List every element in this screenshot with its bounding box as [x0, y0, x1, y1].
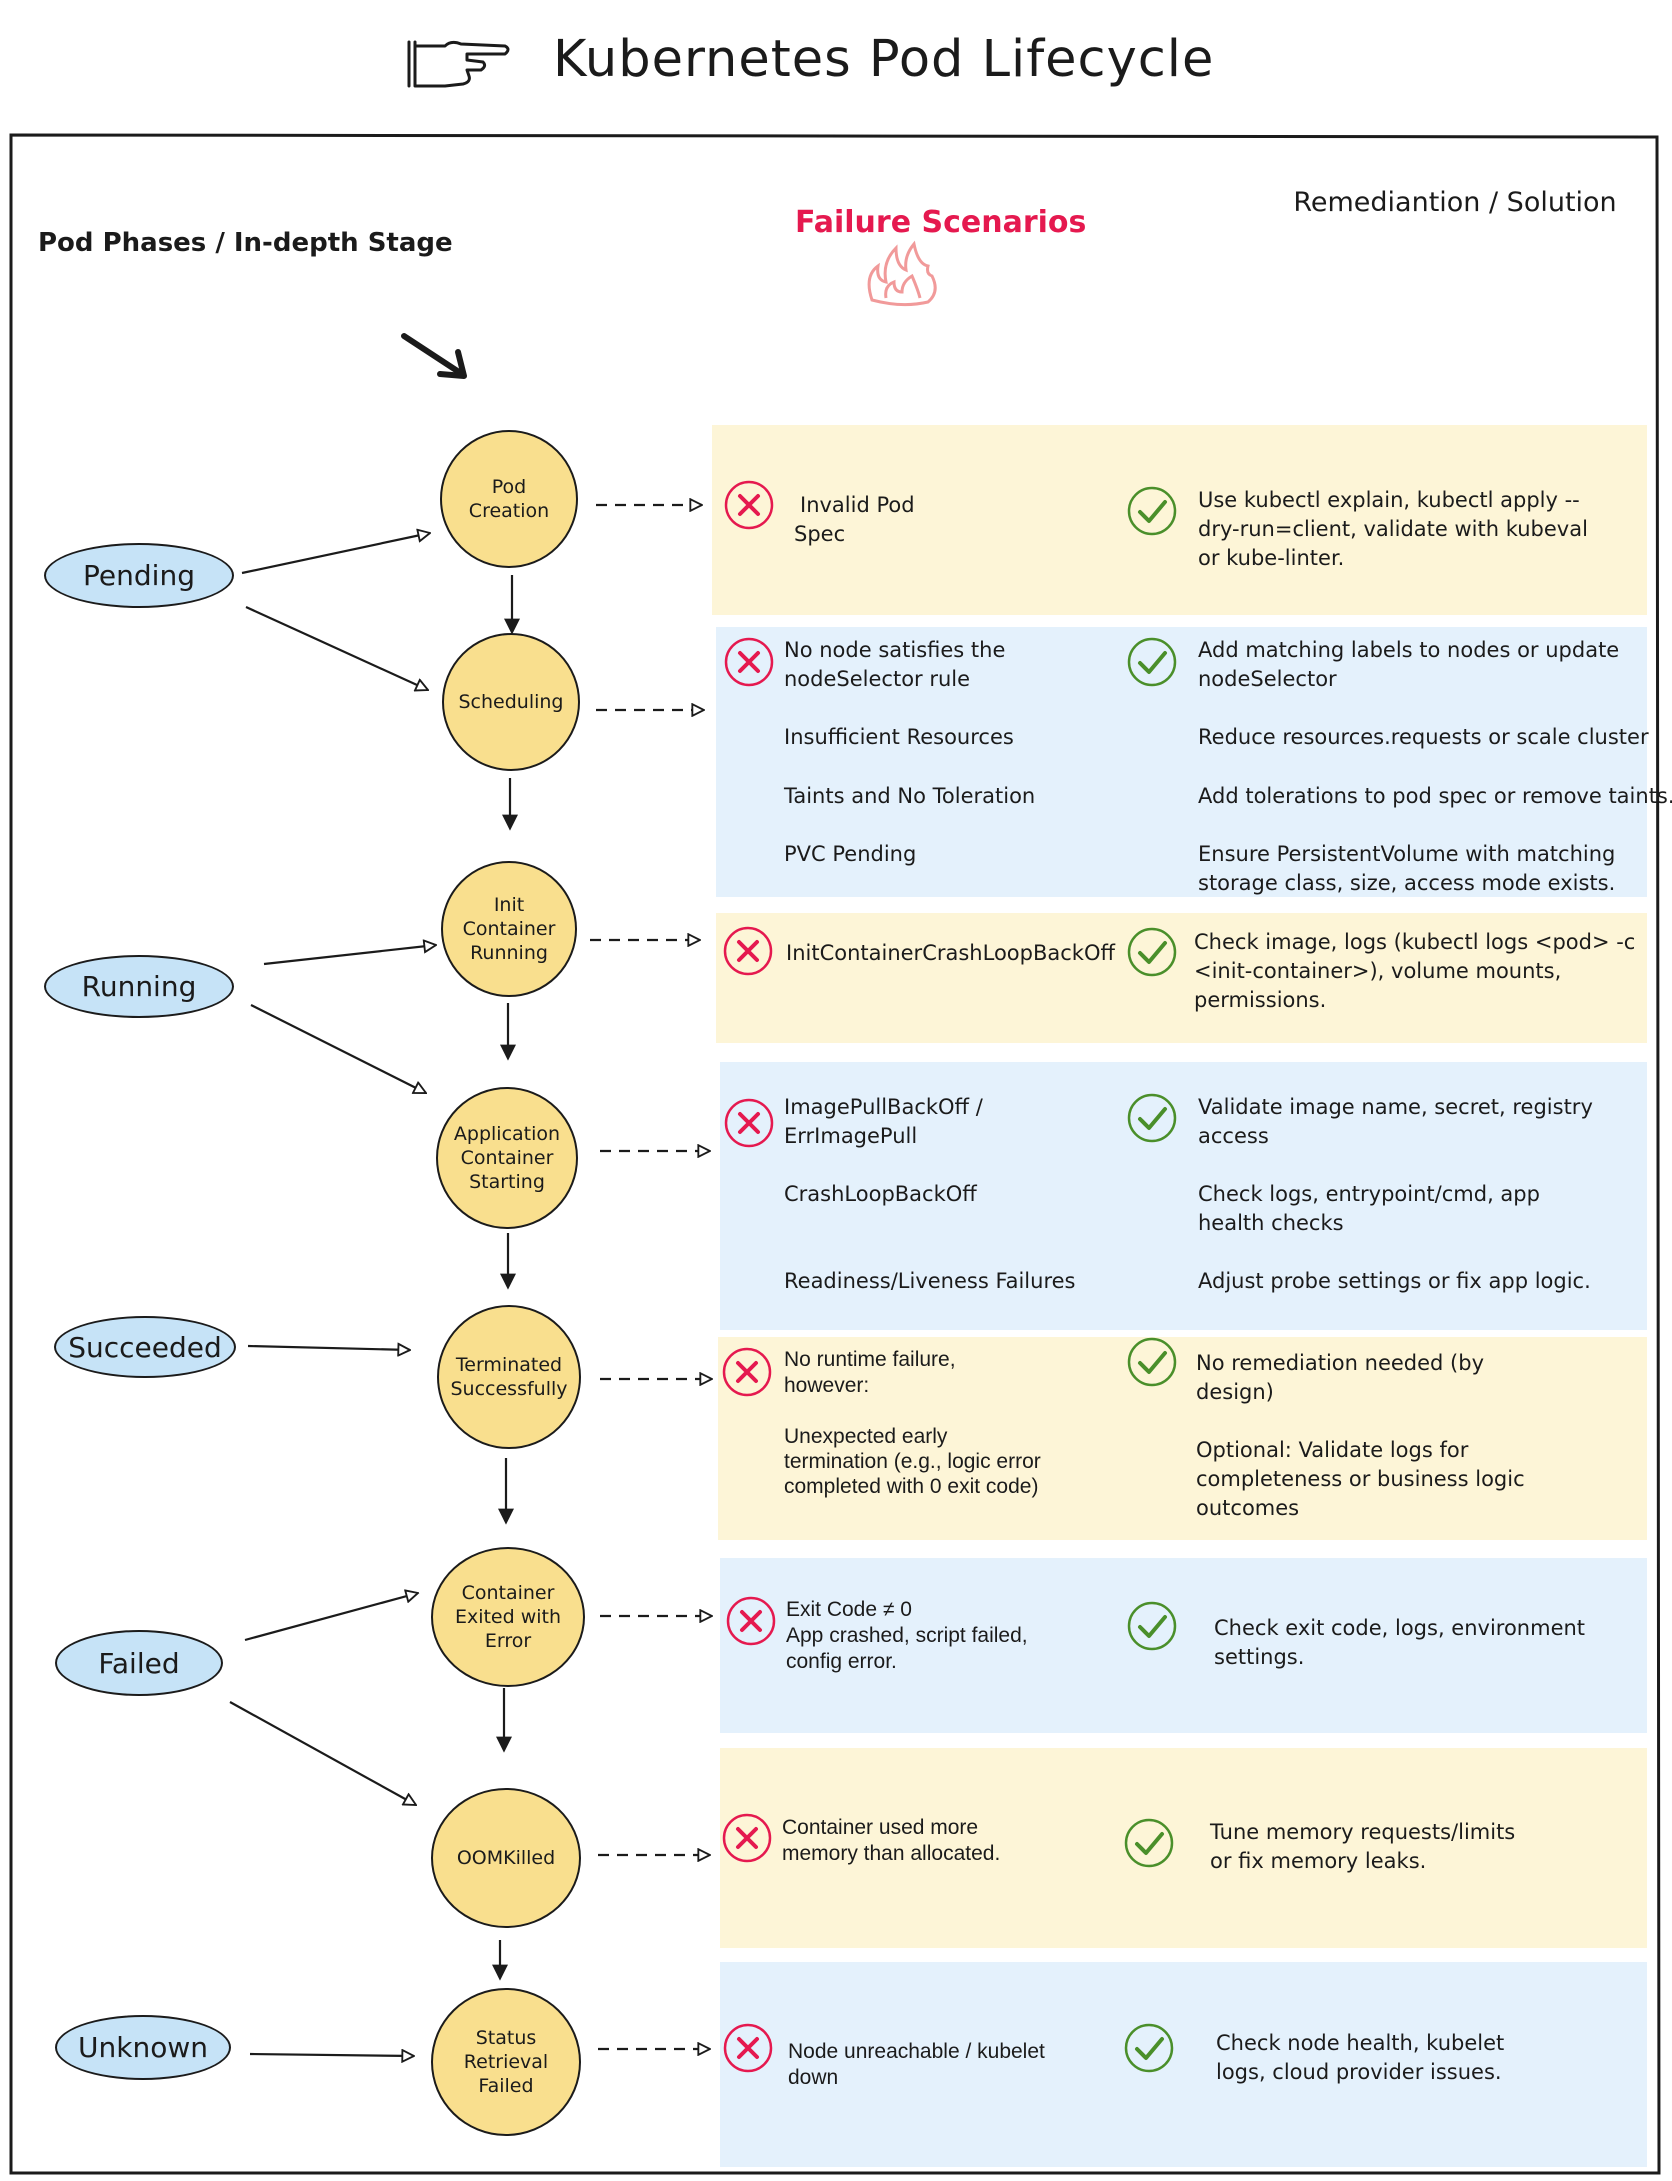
phases-header: Pod Phases / In-depth Stage [38, 228, 453, 258]
failure-text: however: [784, 1374, 870, 1397]
failure-text: Insufficient Resources [784, 725, 1014, 749]
failure-text: CrashLoopBackOff [784, 1182, 977, 1206]
x-circle-icon [724, 1098, 774, 1148]
solution-text: Check image, logs (kubectl logs <pod> -c [1194, 930, 1636, 954]
solution-text: logs, cloud provider issues. [1216, 2060, 1502, 2084]
solution-text: No remediation needed (by [1196, 1351, 1484, 1375]
stage-pod-creation: Pod Creation [440, 430, 578, 568]
x-circle-icon [722, 1347, 772, 1397]
failure-text: completed with 0 exit code) [784, 1475, 1039, 1498]
page-title: Kubernetes Pod Lifecycle [553, 30, 1215, 89]
stage-terminated-successfully: Terminated Successfully [437, 1305, 581, 1449]
row-band-init-container [716, 913, 1647, 1043]
failure-text: Invalid Pod [800, 493, 915, 517]
solution-text: completeness or business logic [1196, 1467, 1525, 1491]
solution-text: permissions. [1194, 988, 1327, 1012]
solution-text: Tune memory requests/limits [1210, 1820, 1516, 1844]
failure-scenarios-header: Failure Scenarios [795, 205, 1087, 240]
remediation-header: Remediantion / Solution [1293, 187, 1617, 218]
check-circle-icon [1127, 1093, 1177, 1143]
failure-text: PVC Pending [784, 842, 917, 866]
solution-text: Validate image name, secret, registry [1198, 1095, 1593, 1119]
x-circle-icon [724, 637, 774, 687]
row-band-pod-creation [712, 425, 1647, 615]
failure-text: ErrImagePull [784, 1124, 918, 1148]
failure-text: config error. [786, 1650, 897, 1673]
stage-status-retrieval-failed: Status Retrieval Failed [431, 1988, 581, 2136]
failure-text: Readiness/Liveness Failures [784, 1269, 1076, 1293]
failure-text: ImagePullBackOff / [784, 1095, 983, 1119]
row-band-status-retrieval [720, 1962, 1647, 2167]
failure-text: No runtime failure, [784, 1348, 956, 1371]
solution-text: Check node health, kubelet [1216, 2031, 1505, 2055]
x-circle-icon [722, 1813, 772, 1863]
failure-text: termination (e.g., logic error [784, 1450, 1041, 1473]
row-band-app-container [720, 1062, 1647, 1330]
solution-text: Use kubectl explain, kubectl apply -- [1198, 488, 1580, 512]
failure-text: down [788, 2066, 839, 2089]
phase-failed: Failed [55, 1630, 223, 1696]
stage-container-exited-with-error: Container Exited with Error [431, 1547, 585, 1687]
failure-text: Spec [794, 522, 846, 546]
solution-text: Reduce resources.requests or scale clust… [1198, 725, 1649, 749]
failure-text: App crashed, script failed, [786, 1624, 1028, 1647]
failure-text: Node unreachable / kubelet [788, 2040, 1045, 2063]
failure-text: No node satisfies the [784, 638, 1006, 662]
phase-unknown: Unknown [55, 2015, 231, 2080]
row-band-terminated [718, 1337, 1647, 1540]
solution-text: Optional: Validate logs for [1196, 1438, 1469, 1462]
solution-text: or fix memory leaks. [1210, 1849, 1427, 1873]
solution-text: Adjust probe settings or fix app logic. [1198, 1269, 1591, 1293]
failure-text: Unexpected early [784, 1425, 948, 1448]
row-band-exited-error [720, 1558, 1647, 1733]
solution-text: Add tolerations to pod spec or remove ta… [1198, 784, 1672, 808]
stage-application-container-starting: Application Container Starting [436, 1087, 578, 1229]
failure-text: Taints and No Toleration [784, 784, 1036, 808]
phase-running: Running [44, 955, 234, 1018]
failure-text: memory than allocated. [782, 1842, 1001, 1865]
pointing-hand-icon [407, 40, 510, 88]
solution-text: design) [1196, 1380, 1274, 1404]
solution-text: settings. [1214, 1645, 1305, 1669]
failure-text: Container used more [782, 1816, 979, 1839]
solution-text: Check logs, entrypoint/cmd, app [1198, 1182, 1540, 1206]
solution-text: or kube-linter. [1198, 546, 1345, 570]
solution-text: outcomes [1196, 1496, 1300, 1520]
check-circle-icon [1127, 637, 1177, 687]
solution-text: dry-run=client, validate with kubeval [1198, 517, 1588, 541]
x-circle-icon [723, 2023, 773, 2073]
x-circle-icon [724, 480, 774, 530]
solution-text: Check exit code, logs, environment [1214, 1616, 1586, 1640]
solution-text: Ensure PersistentVolume with matching [1198, 842, 1616, 866]
check-circle-icon [1124, 1818, 1174, 1868]
stage-init-container-running: Init Container Running [441, 861, 577, 997]
check-circle-icon [1124, 2023, 1174, 2073]
solution-text: health checks [1198, 1211, 1344, 1235]
solution-text: storage class, size, access mode exists. [1198, 871, 1616, 895]
check-circle-icon [1127, 486, 1177, 536]
failure-text: nodeSelector rule [784, 667, 971, 691]
fire-icon [867, 240, 937, 307]
x-circle-icon [723, 926, 773, 976]
phase-pending: Pending [44, 543, 234, 608]
x-circle-icon [726, 1596, 776, 1646]
stage-oomkilled: OOMKilled [431, 1788, 581, 1928]
check-circle-icon [1127, 927, 1177, 977]
solution-text: <init-container>), volume mounts, [1194, 959, 1562, 983]
solution-text: nodeSelector [1198, 667, 1337, 691]
check-circle-icon [1127, 1601, 1177, 1651]
solution-text: access [1198, 1124, 1269, 1148]
check-circle-icon [1127, 1337, 1177, 1387]
failure-text: Exit Code ≠ 0 [786, 1598, 912, 1621]
solution-text: Add matching labels to nodes or update [1198, 638, 1620, 662]
phase-succeeded: Succeeded [54, 1316, 236, 1378]
diagram-frame [9, 133, 1661, 2175]
stage-scheduling: Scheduling [442, 633, 580, 771]
row-band-scheduling [716, 627, 1647, 897]
row-band-oomkilled [720, 1748, 1647, 1948]
failure-text: InitContainerCrashLoopBackOff [786, 941, 1115, 965]
